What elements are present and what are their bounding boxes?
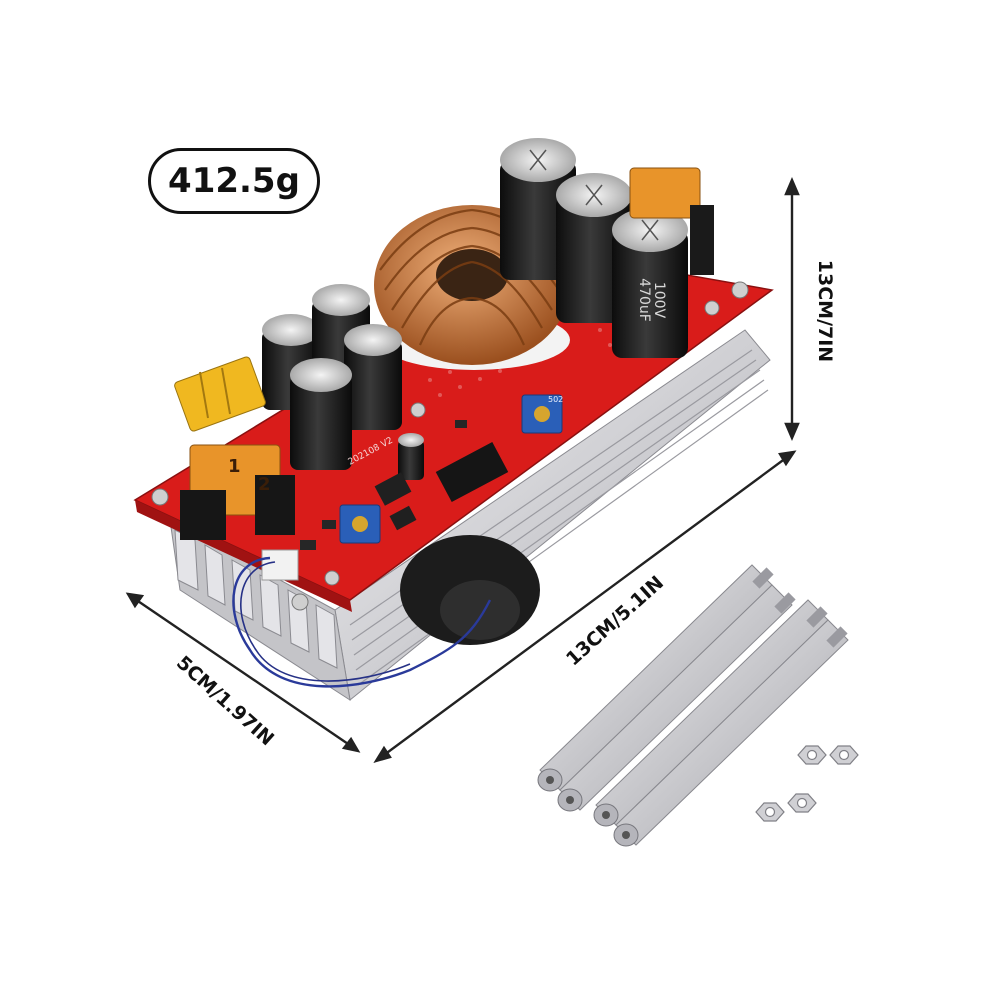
terminal-label-1: 1: [228, 456, 241, 477]
trimmer-potentiometers: 502: [339, 394, 563, 544]
weight-badge: 412.5g: [148, 148, 320, 214]
fan-wire: [232, 549, 492, 688]
standoffs: [537, 564, 849, 847]
dimension-arrows: [125, 176, 800, 764]
capacitor-capacitance-label: 470uF: [636, 278, 652, 322]
height-dimension-label: 13CM/7IN: [814, 259, 836, 363]
fuse: [174, 356, 266, 432]
cooling-fan: [400, 535, 540, 645]
terminal-label-2: 2: [258, 474, 271, 495]
capacitor-voltage-label: 100V: [651, 282, 667, 319]
weight-value: 412.5g: [168, 161, 300, 201]
hex-nuts: [755, 745, 859, 822]
terminal-block-output: [629, 167, 714, 275]
trimmer-marking: 502: [548, 395, 563, 404]
small-capacitors: [262, 284, 424, 480]
large-capacitors: 100V 470uF: [500, 138, 688, 358]
terminal-block-input: 1 2: [180, 444, 295, 540]
